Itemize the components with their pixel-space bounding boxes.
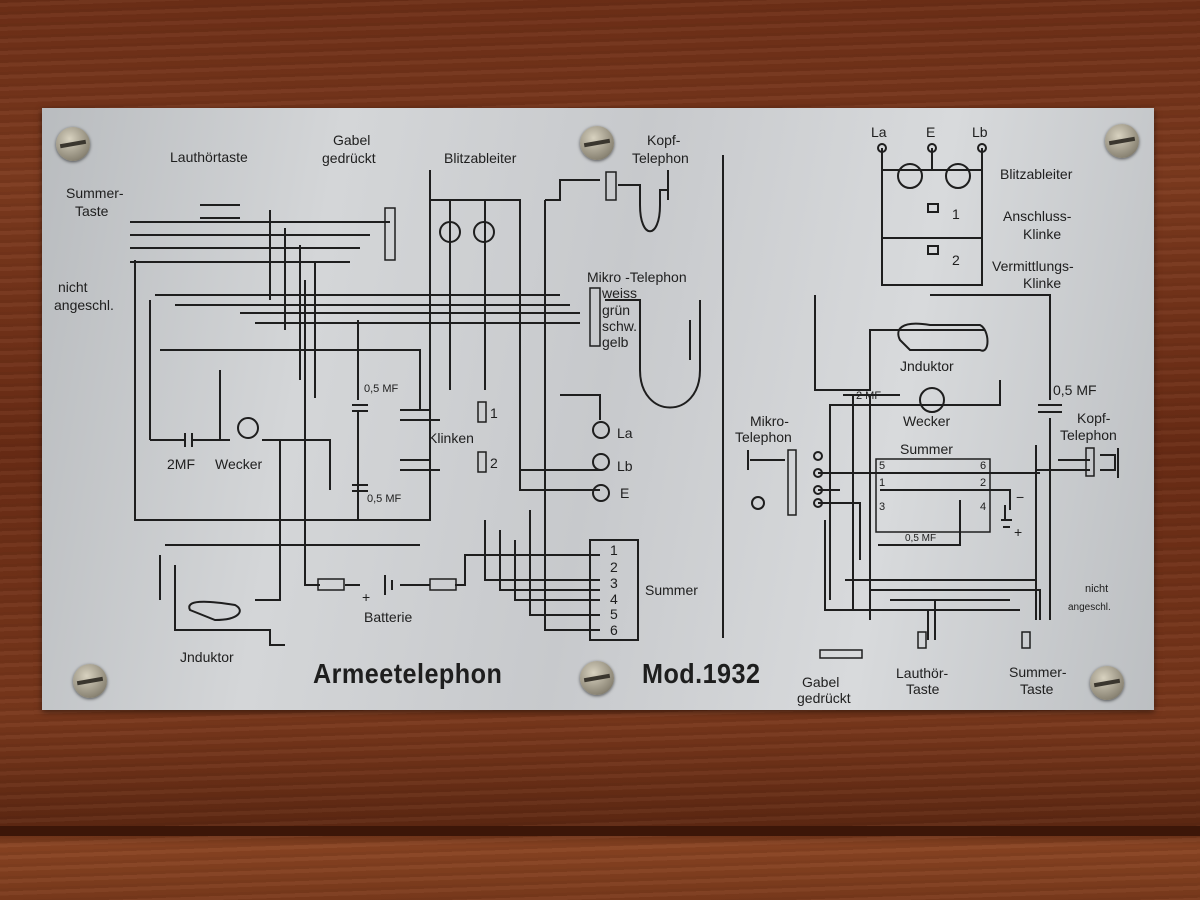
label-lauthoertaste: Lauthörtaste: [170, 149, 248, 165]
label-nicht: nicht: [58, 279, 88, 295]
r-label-lb: Lb: [972, 124, 988, 140]
summer-terminal-6: 6: [610, 622, 618, 638]
label-summer-taste-2: Taste: [75, 203, 109, 219]
r-label-anschluss-klinke: Klinke: [1023, 226, 1062, 242]
screw: [73, 664, 107, 698]
r-label-mikro: Mikro-: [750, 413, 789, 429]
r-label-blitzableiter: Blitzableiter: [1000, 166, 1073, 182]
label-klinke-2: 2: [490, 455, 498, 471]
r-label-minus: −: [1016, 489, 1025, 505]
r-label-anschluss: Anschluss-: [1003, 208, 1072, 224]
screw: [580, 661, 614, 695]
r-terminal-5: 5: [879, 460, 886, 472]
screw: [1105, 124, 1139, 158]
label-summer-taste: Summer-: [66, 185, 124, 201]
label-gelb: gelb: [602, 334, 629, 350]
summer-terminal-4: 4: [610, 591, 618, 607]
summer-terminal-5: 5: [610, 606, 618, 622]
label-gruen: grün: [602, 302, 631, 318]
r-label-cap-summer: 0,5 MF: [905, 533, 937, 544]
screw: [580, 126, 614, 160]
label-kopf: Kopf-: [647, 132, 681, 148]
screw: [1090, 666, 1124, 700]
r-label-cap-05: 0,5 MF: [1053, 382, 1097, 398]
label-jnduktor: Jnduktor: [180, 649, 234, 665]
r-label-kopf: Kopf-: [1077, 410, 1111, 426]
label-plus: +: [362, 589, 371, 605]
r-label-vermittlungs-klinke: Klinke: [1023, 275, 1062, 291]
r-label-gedrueckt: gedrückt: [797, 690, 851, 706]
label-gedrueckt: gedrückt: [322, 150, 376, 166]
right-wiring: [747, 143, 1119, 659]
label-la: La: [617, 425, 633, 441]
label-cap-upper: 0,5 MF: [364, 383, 399, 395]
summer-terminal-2: 2: [610, 559, 618, 575]
r-label-angeschl: angeschl.: [1068, 602, 1111, 613]
label-klinken: Klinken: [428, 430, 474, 446]
r-label-nicht: nicht: [1085, 583, 1109, 595]
r-label-jnduktor: Jnduktor: [900, 358, 954, 374]
label-summer: Summer: [645, 582, 698, 598]
r-terminal-6: 6: [980, 460, 987, 472]
r-label-cap-2mf: 2 MF: [856, 390, 882, 402]
label-klinke-1: 1: [490, 405, 498, 421]
left-wiring: [130, 170, 701, 646]
r-label-e: E: [926, 124, 936, 140]
wood-seam: [0, 826, 1200, 836]
r-label-vermittlungs: Vermittlungs-: [992, 258, 1074, 274]
label-blitzableiter: Blitzableiter: [444, 150, 517, 166]
label-cap-lower: 0,5 MF: [367, 493, 402, 505]
r-label-plus: +: [1014, 524, 1023, 540]
plate-model: Mod.1932: [642, 658, 761, 689]
r-label-mikro-telephon: Telephon: [735, 429, 792, 445]
label-kopf-telephon: Telephon: [632, 150, 689, 166]
r-label-summer: Summer: [900, 441, 953, 457]
r-label-wecker: Wecker: [903, 413, 951, 429]
r-label-lauthoer-taste: Taste: [906, 681, 940, 697]
r-label-summer-taste: Summer-: [1009, 664, 1067, 680]
r-terminal-4: 4: [980, 501, 987, 513]
label-2mf: 2MF: [167, 456, 195, 472]
label-schw: schw.: [602, 318, 638, 334]
label-angeschl: angeschl.: [54, 297, 114, 313]
label-weiss: weiss: [602, 285, 638, 301]
label-e: E: [620, 485, 630, 501]
r-terminal-1: 1: [879, 477, 886, 489]
plate-title: Armeetelephon: [313, 658, 503, 689]
r-terminal-3: 3: [879, 501, 886, 513]
screw: [56, 127, 90, 161]
label-gabel: Gabel: [333, 132, 371, 148]
r-terminal-2: 2: [980, 477, 987, 489]
label-lb: Lb: [617, 458, 633, 474]
label-mikro-telephon: Mikro -Telephon: [587, 269, 687, 285]
r-label-gabel: Gabel: [802, 674, 840, 690]
label-batterie: Batterie: [364, 609, 413, 625]
r-label-2: 2: [952, 252, 960, 268]
label-wecker: Wecker: [215, 456, 263, 472]
summer-terminal-3: 3: [610, 575, 618, 591]
r-label-summer-taste-2: Taste: [1020, 681, 1054, 697]
summer-terminal-1: 1: [610, 542, 618, 558]
r-label-1: 1: [952, 206, 960, 222]
r-label-la: La: [871, 124, 887, 140]
r-label-kopf-telephon: Telephon: [1060, 427, 1117, 443]
r-label-lauthoer: Lauthör-: [896, 665, 949, 681]
